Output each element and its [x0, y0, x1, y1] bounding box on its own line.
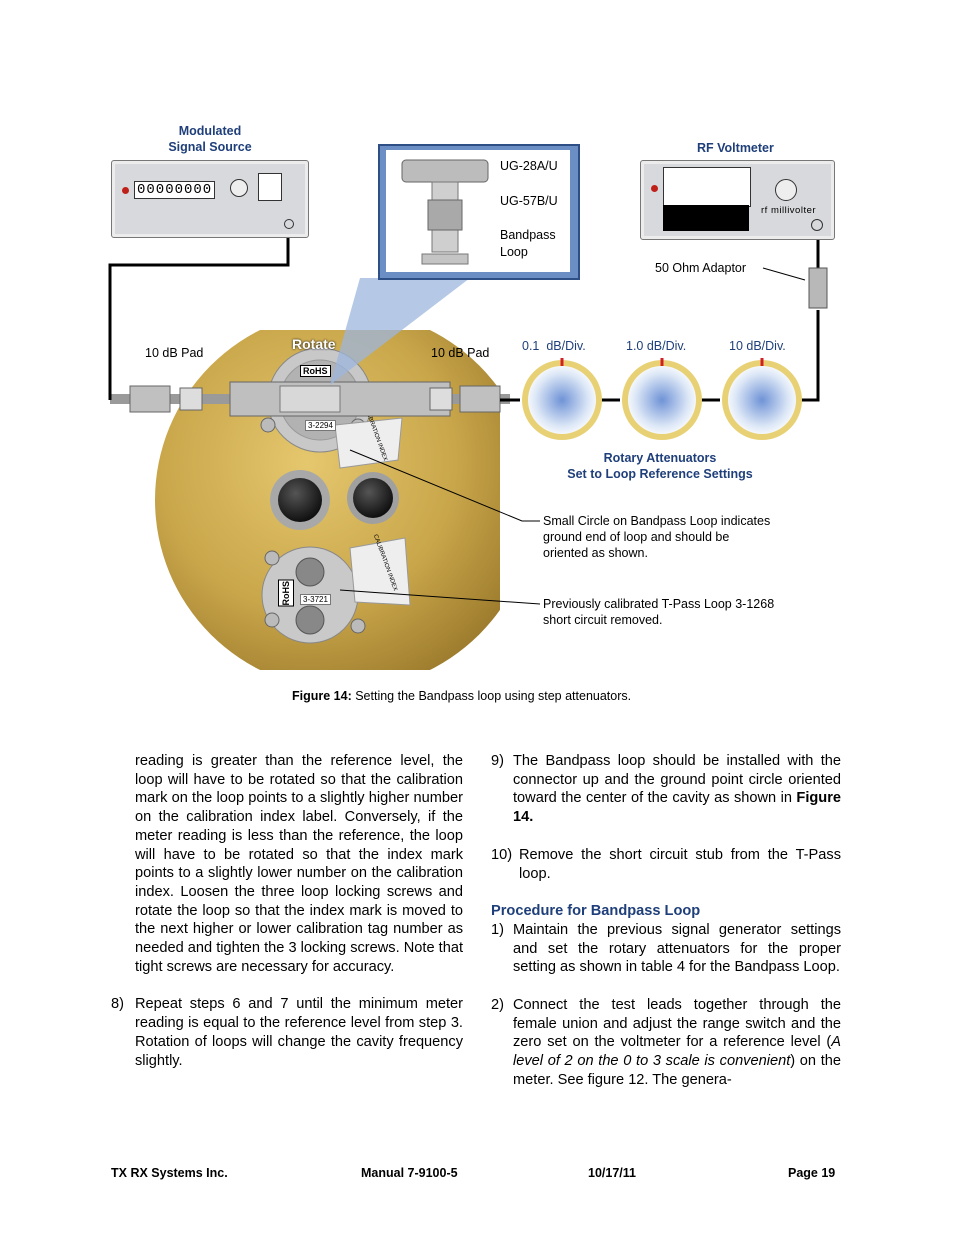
pad-right-label: 10 dB Pad	[431, 346, 490, 360]
loop-tag-bottom: 3-3721	[300, 594, 331, 605]
attenuator-scale-1: 0.1 dB/Div.	[522, 339, 586, 353]
voltmeter-meter-window	[663, 205, 749, 231]
rotate-label: Rotate	[292, 336, 336, 352]
right-column: 9) The Bandpass loop should be installed…	[491, 752, 841, 1090]
figure-caption: Figure 14: Setting the Bandpass loop usi…	[292, 689, 631, 703]
footer-date: 10/17/11	[588, 1166, 636, 1180]
rf-voltmeter-label: RF Voltmeter	[697, 141, 774, 155]
step-9-bold: Figure 14.	[513, 790, 841, 826]
voltmeter-meter-face	[663, 167, 751, 207]
pad-left-label: 10 dB Pad	[145, 346, 204, 360]
footer-company: TX RX Systems Inc.	[111, 1166, 228, 1180]
loop-tag-top: 3-2294	[305, 420, 336, 431]
step-9: 9) The Bandpass loop should be installed…	[491, 752, 841, 827]
footer-manual: Manual 7-9100-5	[361, 1166, 458, 1180]
step-8-text: Repeat steps 6 and 7 until the minimum m…	[135, 996, 463, 1069]
step-1: 1) Maintain the previous signal generato…	[491, 921, 841, 977]
signal-source-label-line1: Modulated	[178, 124, 242, 138]
signal-source-label-line2: Signal Source	[168, 140, 252, 154]
connector-inset: UG-28A/U UG-57B/U Bandpass Loop	[378, 144, 580, 280]
callout-tpass: Previously calibrated T-Pass Loop 3-1268…	[543, 596, 833, 628]
callout-2-line1: Previously calibrated T-Pass Loop 3-1268	[543, 597, 775, 611]
callout-1-line1: Small Circle on Bandpass Loop indicates	[543, 514, 771, 528]
source-meter-icon	[258, 173, 282, 201]
rotary-label-line2: Set to Loop Reference Settings	[567, 467, 753, 481]
rohs-label-top: RoHS	[300, 365, 331, 377]
rotary-attenuators	[522, 358, 802, 440]
attenuator-knob-3	[722, 358, 802, 440]
rotary-label-line1: Rotary Attenuators	[603, 451, 717, 465]
attenuator-scale-2: 1.0 dB/Div.	[626, 339, 687, 353]
step-9-body: The Bandpass loop should be installed wi…	[513, 752, 841, 827]
signal-source-label: Modulated Signal Source	[140, 123, 280, 155]
step-1-text: Maintain the previous signal generator s…	[513, 921, 841, 976]
step-2-pre: Connect the test leads together through …	[513, 997, 841, 1051]
caption-bold: Figure 14:	[292, 689, 352, 703]
callout-2-line2: short circuit removed.	[543, 613, 663, 627]
coax-assembly	[110, 381, 510, 417]
step-10: 10) Remove the short circuit stub from t…	[491, 846, 841, 883]
voltmeter-range-switch-icon	[775, 179, 797, 201]
rotary-label: Rotary Attenuators Set to Loop Reference…	[530, 450, 790, 482]
step-2: 2) Connect the test leads together throu…	[491, 996, 841, 1090]
frequency-display: 00000000	[134, 181, 216, 199]
rf-voltmeter-instrument: rf millivolter	[640, 160, 835, 240]
procedure-heading: Procedure for Bandpass Loop	[491, 903, 701, 920]
step-2-post: ) on the meter. See figure 12. The gener…	[513, 1053, 841, 1088]
step-10-text: Remove the short circuit stub from the T…	[519, 846, 841, 882]
attenuator-scale-3: 10 dB/Div.	[729, 339, 786, 353]
rf-output-connector-icon	[284, 219, 294, 229]
step-2-num: 2)	[491, 997, 504, 1014]
inset-label-bandpass-1: Bandpass	[500, 228, 556, 242]
step-9-text: The Bandpass loop should be installed wi…	[513, 753, 841, 807]
adaptor-label: 50 Ohm Adaptor	[655, 261, 747, 275]
rf-millivolter-text: rf millivolter	[761, 205, 817, 216]
callout-small-circle: Small Circle on Bandpass Loop indicates …	[543, 513, 833, 561]
attenuator-knob-2	[622, 358, 702, 440]
voltmeter-power-icon	[651, 185, 658, 192]
tee-connector-image	[401, 159, 489, 265]
callout-1-line3: oriented as shown.	[543, 546, 648, 560]
inset-label-ug57: UG-57B/U	[500, 194, 558, 208]
inset-label-bandpass-2: Loop	[500, 245, 528, 259]
voltmeter-input-connector-icon	[811, 219, 823, 231]
step-10-num: 10)	[491, 846, 513, 863]
power-indicator-icon	[122, 187, 129, 194]
figure-14: RoHS 3-2294 RoHS 3-3721 CALIBRATION INDE…	[108, 123, 835, 703]
cables	[108, 222, 828, 605]
step-8: 8) Repeat steps 6 and 7 until the minimu…	[111, 995, 463, 1070]
callout-1-line2: ground end of loop and should be	[543, 530, 730, 544]
source-knob-icon	[230, 179, 248, 197]
inset-label-ug28: UG-28A/U	[500, 159, 558, 173]
footer-page: Page 19	[788, 1166, 836, 1180]
step-2-italic: A level of 2 on the 0 to 3 scale is conv…	[513, 1034, 841, 1070]
left-paragraph: reading is greater than the reference le…	[135, 753, 463, 975]
signal-source-instrument: 00000000	[111, 160, 309, 238]
left-column: reading is greater than the reference le…	[111, 752, 463, 1070]
step-1-num: 1)	[491, 921, 504, 938]
caption-text: Setting the Bandpass loop using step att…	[351, 689, 632, 703]
step-2-body: Connect the test leads together through …	[513, 996, 841, 1090]
attenuator-knob-1	[522, 358, 602, 440]
step-8-num: 8)	[111, 996, 124, 1013]
step-9-num: 9)	[491, 753, 504, 769]
